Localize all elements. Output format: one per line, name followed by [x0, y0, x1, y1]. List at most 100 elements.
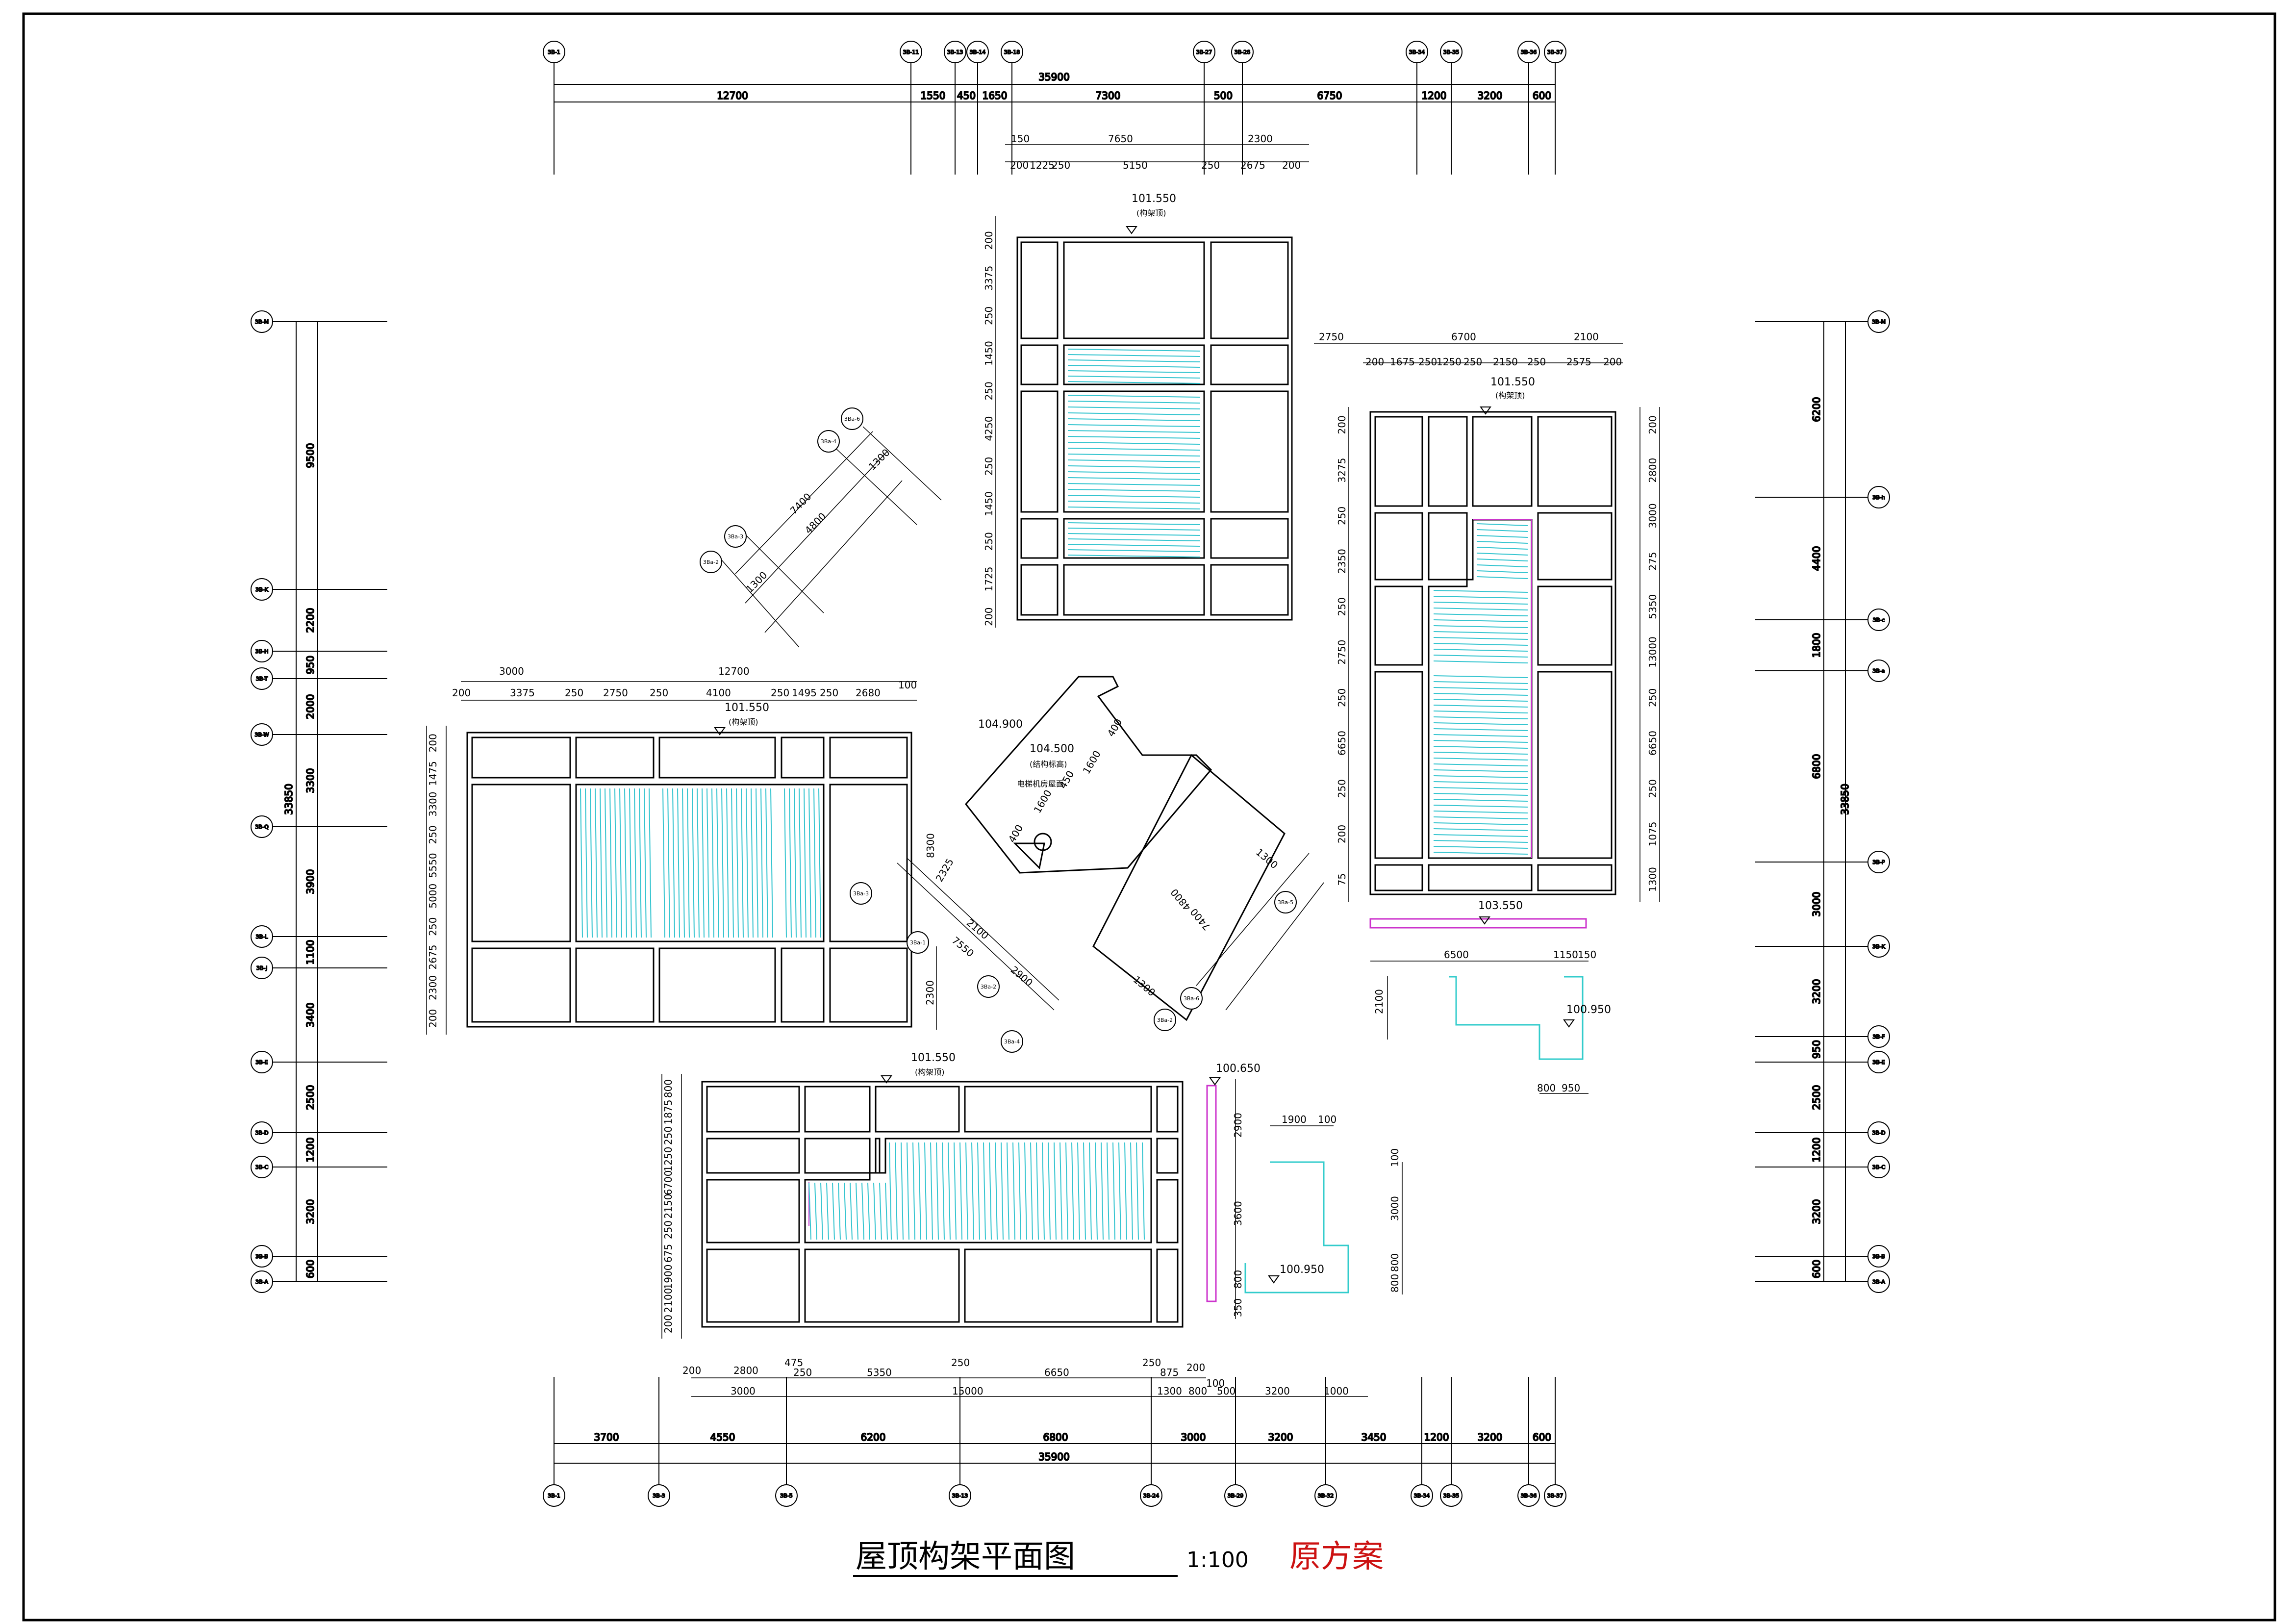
hatch-left-line-2 [794, 788, 797, 938]
svg-text:3B-Q: 3B-Q [255, 824, 269, 830]
svg-text:3B-35: 3B-35 [1443, 49, 1460, 55]
hatch-right-line-3 [1433, 693, 1528, 696]
hatch-left-line-14 [649, 788, 652, 938]
top-dim-250b: 250 [1201, 159, 1220, 171]
hatch-left-line-2 [590, 788, 593, 938]
hatch-bottom-line-34 [1089, 1142, 1092, 1240]
grid-left-bubble-12: 3B-A [251, 1270, 273, 1293]
hatch-left-line-7 [697, 788, 700, 938]
hatch-left-line-3 [799, 788, 802, 938]
plan-bottom [701, 1081, 1184, 1328]
grid-bottom-bubble-0: 3B-1 [543, 1484, 565, 1507]
hatch-bottom-line-12 [959, 1142, 962, 1240]
core-bubble-5: 3Ba-6 [1180, 987, 1203, 1010]
right-left-dims-9: 200 [1336, 825, 1348, 843]
hatch-right-line-11 [1433, 655, 1528, 658]
hatch-bottom-line-23 [1024, 1142, 1027, 1240]
bottom-left-dims-3: 1250 [662, 1147, 674, 1172]
hatch-top-line-19 [1067, 507, 1201, 509]
hatch-bottom-line-30 [1065, 1142, 1068, 1240]
hatch-top-line-10 [1067, 454, 1201, 457]
svg-text:3B-K: 3B-K [255, 586, 269, 593]
hatch-left-line-3 [677, 788, 680, 938]
core-room: 电梯机房屋面 [1017, 779, 1064, 788]
hatch-bottom [808, 1142, 1145, 1240]
hatch-bottom-line-33 [1083, 1142, 1086, 1240]
grid-left-dim-9: 1200 [304, 1138, 316, 1163]
grid-right-dim-9: 3200 [1811, 1199, 1822, 1224]
hatch-top-line-2 [1067, 406, 1201, 409]
svg-text:3B-B: 3B-B [1872, 1253, 1885, 1260]
right-dim-1250: 1250 [1437, 356, 1462, 368]
left-level-note: (构架顶) [729, 717, 758, 727]
grid-bottom-dim-7: 1200 [1424, 1431, 1449, 1443]
hatch-right-line-0 [1476, 523, 1528, 526]
hatch-top-line-0 [1067, 395, 1201, 398]
diag-bubble-3: 3Ba-2 [700, 551, 722, 573]
hatch-bottom-line-41 [1130, 1142, 1133, 1240]
core-bubble-3: 3Ba-4 [1001, 1030, 1023, 1053]
drawing-note: 原方案 [1289, 1539, 1384, 1575]
top-dim-200: 200 [1010, 159, 1029, 171]
grid-top-dim-4: 7300 [1096, 90, 1121, 102]
hatch-left-line-10 [629, 788, 632, 938]
svg-text:3B-D: 3B-D [255, 1130, 269, 1136]
hatch-right-line-6 [1433, 710, 1528, 713]
hatch-left-line-1 [585, 788, 588, 938]
hatch-right-line-5 [1476, 553, 1528, 556]
core-bubble-0: 3Ba-3 [850, 882, 872, 905]
grid-bottom-bubble-2: 3B-5 [775, 1484, 798, 1507]
hatch-right-line-8 [1433, 722, 1528, 725]
bottom-section [1206, 1077, 1403, 1319]
hatch-bottom-line-2 [901, 1142, 904, 1240]
plan-top [1016, 236, 1293, 621]
svg-text:3B-J: 3B-J [256, 965, 267, 971]
hatch-left-line-13 [726, 788, 729, 938]
hatch-bottom-line-8 [936, 1142, 939, 1240]
hatch-top-line-6 [1067, 430, 1201, 433]
plan-core-dims [897, 853, 1324, 1011]
svg-text:3B-5: 3B-5 [780, 1493, 793, 1499]
bottom-left-dims-7: 675 [662, 1244, 674, 1263]
hatch-bottom-line-14 [971, 1142, 974, 1240]
hatch-bottom-line-26 [1042, 1142, 1045, 1240]
core-dim-1600a: 1600 [1081, 748, 1103, 776]
hatch-right-line-6 [1433, 625, 1528, 628]
hatch-bottom-line-3 [907, 1142, 909, 1240]
hatch-top-line-4 [1067, 544, 1201, 547]
top-left-dims-6: 250 [983, 457, 995, 476]
hatch-bottom-line-6 [924, 1142, 927, 1240]
hatch-top-line-18 [1067, 501, 1201, 504]
bottom-level-note: (构架顶) [915, 1067, 945, 1077]
grid-bottom-bubble-3: 3B-13 [949, 1484, 971, 1507]
left-dim-200: 200 [452, 687, 471, 699]
svg-text:3B-C: 3B-C [255, 1164, 269, 1170]
hatch-top-line-3 [1067, 412, 1201, 415]
grid-right-dim-6: 950 [1811, 1040, 1822, 1059]
svg-text:3Ba-2: 3Ba-2 [981, 984, 996, 990]
svg-text:3Ba-5: 3Ba-5 [1278, 899, 1293, 906]
svg-text:3B-24: 3B-24 [1143, 1493, 1160, 1499]
svg-text:3B-36: 3B-36 [1521, 1493, 1537, 1499]
bottom-dim-250a: 250 [793, 1367, 812, 1378]
top-level-note: (构架顶) [1136, 208, 1166, 218]
hatch-right-line-5 [1433, 619, 1528, 622]
bottom-section-dim-800b: 800 [1389, 1274, 1401, 1293]
left-dim-12700: 12700 [718, 665, 750, 677]
hatch-bottom-line-16 [983, 1142, 986, 1240]
grid-top-bubble-6: 3B-28 [1231, 41, 1254, 63]
svg-text:3B-M: 3B-M [1872, 319, 1886, 325]
hatch-left-line-5 [808, 788, 811, 938]
hatch-top-line-13 [1067, 471, 1201, 474]
hatch-right-line-24 [1433, 816, 1528, 819]
left-left-dims-0: 200 [427, 734, 439, 752]
hatch-bottom-line-36 [1101, 1142, 1104, 1240]
hatch-bottom-line-40 [1124, 1142, 1127, 1240]
plan-right [1369, 411, 1616, 895]
hatch-right-line-12 [1433, 746, 1528, 749]
hatch-right-line-27 [1433, 834, 1528, 837]
